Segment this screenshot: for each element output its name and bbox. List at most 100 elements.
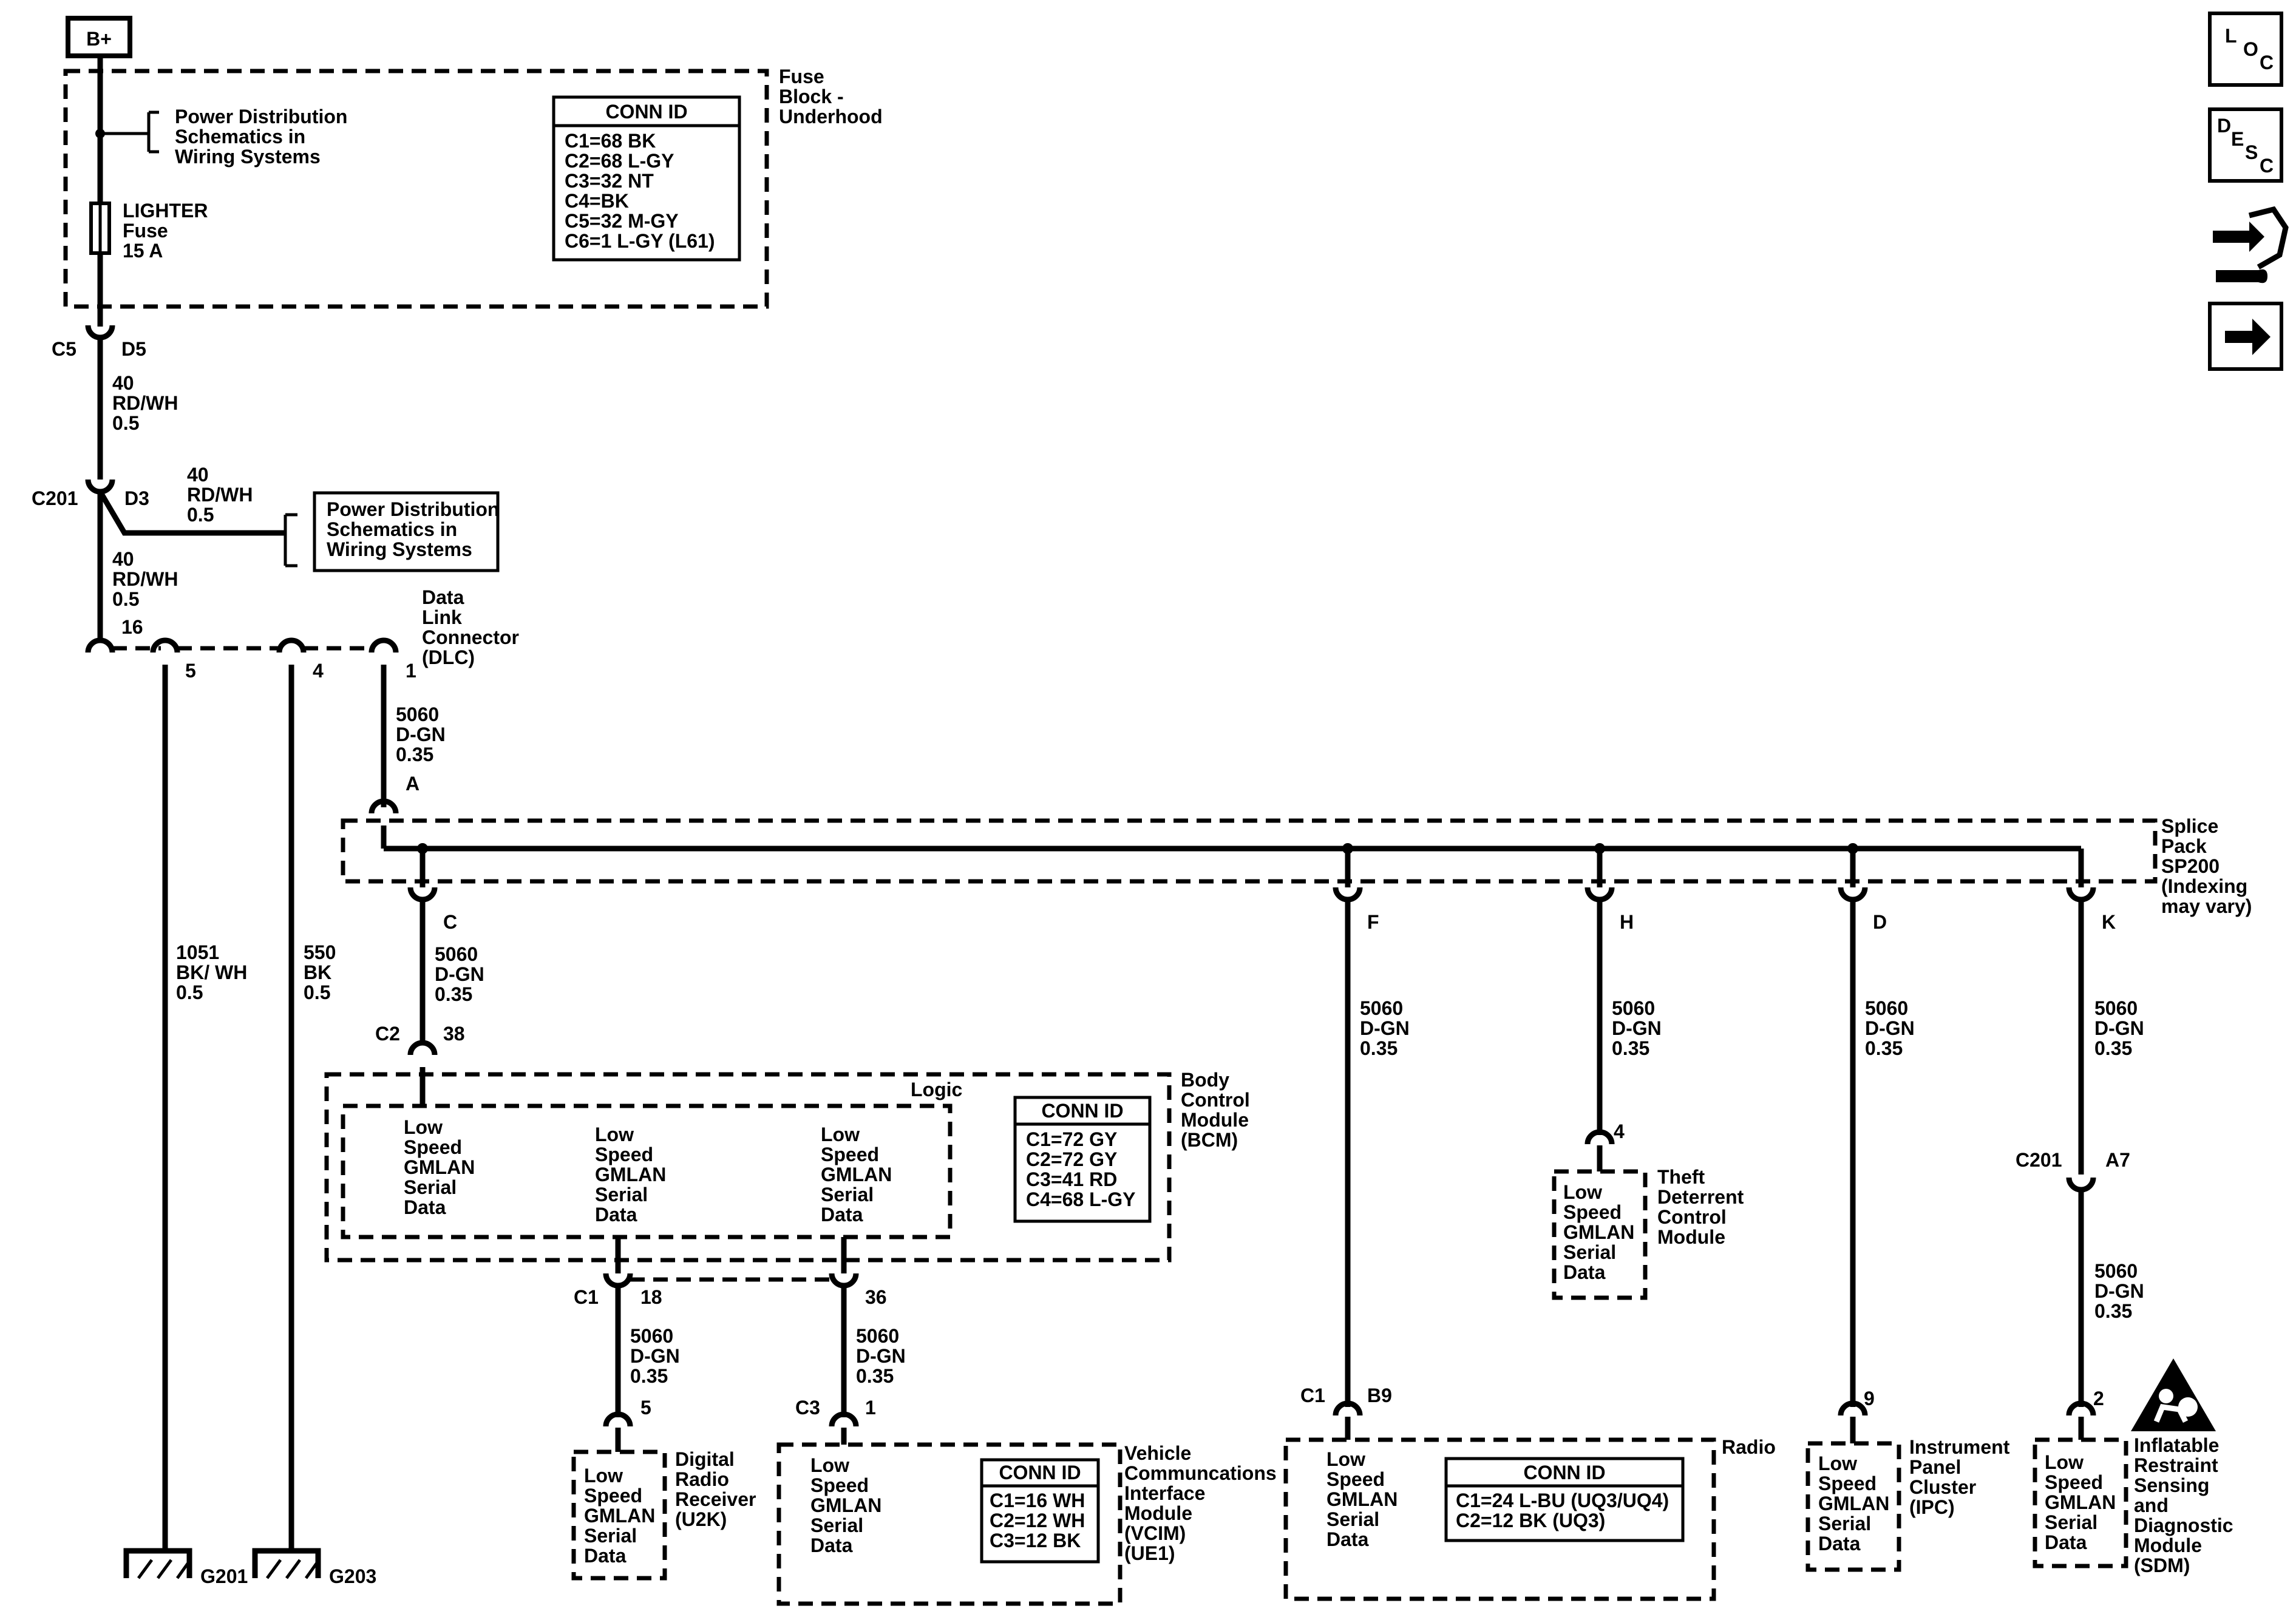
- bcm-logic-label: Logic: [911, 1079, 962, 1100]
- wire-splice-to-ipc-label: 5060 D-GN 0.35: [1865, 997, 1920, 1059]
- svg-text:L: L: [2225, 25, 2237, 47]
- wire-splice-to-radio-label: 5060 D-GN 0.35: [1360, 997, 1415, 1059]
- ipc-pin-label: 9: [1864, 1388, 1875, 1409]
- wire-splice-to-theft-label: 5060 D-GN 0.35: [1612, 997, 1667, 1059]
- radio-box: [1283, 1437, 1716, 1601]
- splice-pack-boundary: [341, 818, 2158, 884]
- svg-text:D: D: [2217, 115, 2231, 137]
- pd-ref-label: Power Distribution Schematics in Wiring …: [175, 106, 353, 168]
- ipc-name: Instrument Panel Cluster (IPC): [1909, 1436, 2015, 1518]
- svg-text:O: O: [2243, 38, 2258, 60]
- wire-40-upper-label: 40 RD/WH 0.5: [112, 372, 183, 434]
- splice-pin-d-label: D: [1873, 911, 1887, 933]
- dlc-pin-16-label: 16: [121, 616, 143, 638]
- wire-40-branch-label: 40 RD/WH 0.5: [187, 464, 258, 526]
- fuse-block-conn-title: CONN ID: [605, 101, 687, 123]
- ipc-box: [1805, 1441, 1901, 1572]
- pd-ref-bracket: [100, 110, 159, 154]
- bcm-c1-36-connector: [829, 1273, 859, 1289]
- bcm-name: Body Control Module (BCM): [1181, 1069, 1255, 1151]
- airbag-warning-icon: [2131, 1358, 2216, 1431]
- vcim-c3-label: C3: [795, 1397, 820, 1419]
- c201-d3-connector: [85, 479, 115, 495]
- dlc-pin-5: [150, 637, 180, 653]
- ipc-connector: [1838, 1400, 1868, 1416]
- pd-ref2-box: [313, 491, 500, 572]
- u2k-connector: [603, 1411, 633, 1427]
- theft-data-label: Low Speed GMLAN Serial Data: [1563, 1181, 1640, 1283]
- splice-drop-f: [1333, 849, 1363, 903]
- ground-g201-symbol: [123, 1548, 192, 1579]
- splice-pin-a-label: A: [406, 773, 419, 795]
- ground-g203-label: G203: [329, 1565, 376, 1587]
- radio-conn-id-box: [1444, 1457, 1685, 1542]
- bcm-c2-38-connector: [407, 1040, 438, 1056]
- svg-text:C: C: [2260, 155, 2274, 177]
- vcim-conn-list: C1=16 WH C2=12 WH C3=12 BK: [990, 1490, 1090, 1551]
- u2k-name: Digital Radio Receiver (U2K): [675, 1448, 761, 1530]
- vcim-connector: [829, 1411, 859, 1427]
- bcm-data-label-3: Low Speed GMLAN Serial Data: [821, 1124, 897, 1225]
- battery-label: B+: [86, 28, 112, 50]
- dlc-pin-1: [369, 637, 399, 653]
- bcm-conn-title: CONN ID: [1041, 1100, 1123, 1122]
- wire-1051-label: 1051 BK/ WH 0.5: [176, 941, 253, 1003]
- sdm-box: [2033, 1437, 2128, 1568]
- radio-connector: [1333, 1400, 1363, 1416]
- svg-text:S: S: [2245, 141, 2258, 163]
- wire-dlc-to-splice-label: 5060 D-GN 0.35: [396, 703, 451, 765]
- connector-tool-icon[interactable]: [2213, 206, 2289, 283]
- splice-pack-name: Splice Pack SP200 (Indexing may vary): [2161, 815, 2253, 917]
- next-arrow-icon[interactable]: [2208, 302, 2283, 371]
- wire-40-lower-label: 40 RD/WH 0.5: [112, 548, 183, 610]
- loc-icon[interactable]: L O C: [2208, 12, 2283, 87]
- u2k-data-label: Low Speed GMLAN Serial Data: [584, 1465, 661, 1567]
- c201-a7-right-label: A7: [2105, 1149, 2130, 1171]
- sdm-connector: [2066, 1400, 2096, 1416]
- u2k-box: [571, 1449, 667, 1581]
- splice-drop-k: [2066, 849, 2096, 903]
- bcm-c1-label: C1: [574, 1286, 599, 1308]
- pd-ref2-label: Power Distribution Schematics in Wiring …: [327, 498, 504, 560]
- vcim-conn-id-box: [980, 1458, 1100, 1564]
- fuse-block-boundary: [63, 69, 769, 309]
- dlc-pin-4: [276, 637, 307, 653]
- dlc-pin-4-label: 4: [313, 660, 324, 682]
- splice-pin-k-label: K: [2102, 911, 2116, 933]
- splice-pin-c-label: C: [443, 911, 457, 933]
- theft-connector: [1584, 1129, 1615, 1145]
- splice-pin-h-label: H: [1620, 911, 1634, 933]
- radio-c1-label: C1: [1300, 1385, 1325, 1406]
- bcm-boundary: [324, 1072, 1172, 1263]
- bcm-conn-list: C1=72 GY C2=72 GY C3=41 RD C4=68 L-GY: [1026, 1128, 1136, 1210]
- sdm-data-label: Low Speed GMLAN Serial Data: [2045, 1451, 2121, 1553]
- c5-label: C5: [52, 338, 76, 360]
- svg-text:C: C: [2260, 52, 2274, 73]
- vcim-box: [776, 1442, 1123, 1606]
- dlc-name: Data Link Connector (DLC): [422, 586, 525, 668]
- wire-splice-to-c201-label: 5060 D-GN 0.35: [2094, 997, 2150, 1059]
- splice-pin-f-label: F: [1367, 911, 1379, 933]
- u2k-pin-label: 5: [640, 1397, 651, 1419]
- sdm-pin-label: 2: [2093, 1388, 2104, 1409]
- ground-g203-symbol: [252, 1548, 321, 1579]
- wire-splice-to-bcm-label: 5060 D-GN 0.35: [435, 943, 490, 1005]
- bcm-data-label-2: Low Speed GMLAN Serial Data: [595, 1124, 671, 1225]
- splice-drop-d: [1838, 849, 1868, 903]
- fuse-block-conn-list: C1=68 BK C2=68 L-GY C3=32 NT C4=BK C5=32…: [565, 130, 715, 252]
- wire-550-label: 550 BK 0.5: [304, 941, 341, 1003]
- desc-icon[interactable]: D E S C: [2208, 107, 2283, 183]
- theft-name: Theft Deterrent Control Module: [1657, 1166, 1749, 1248]
- c5-d5-connector: [85, 325, 115, 341]
- wire-bcm-to-vcim-label: 5060 D-GN 0.35: [856, 1325, 911, 1387]
- radio-conn-title: CONN ID: [1523, 1462, 1605, 1483]
- d3-label: D3: [124, 487, 149, 509]
- c201-a7-left-label: C201: [2016, 1149, 2062, 1171]
- dlc-pin-1-label: 1: [406, 660, 416, 682]
- wire-bcm-to-u2k-label: 5060 D-GN 0.35: [630, 1325, 685, 1387]
- dlc-pin-5-label: 5: [185, 660, 196, 682]
- fuse-block-name: Fuse Block - Underhood: [779, 66, 883, 127]
- bcm-conn-id-box: [1013, 1096, 1152, 1223]
- dlc-pin-16: [85, 637, 115, 653]
- pd-ref2-wire: [98, 490, 285, 536]
